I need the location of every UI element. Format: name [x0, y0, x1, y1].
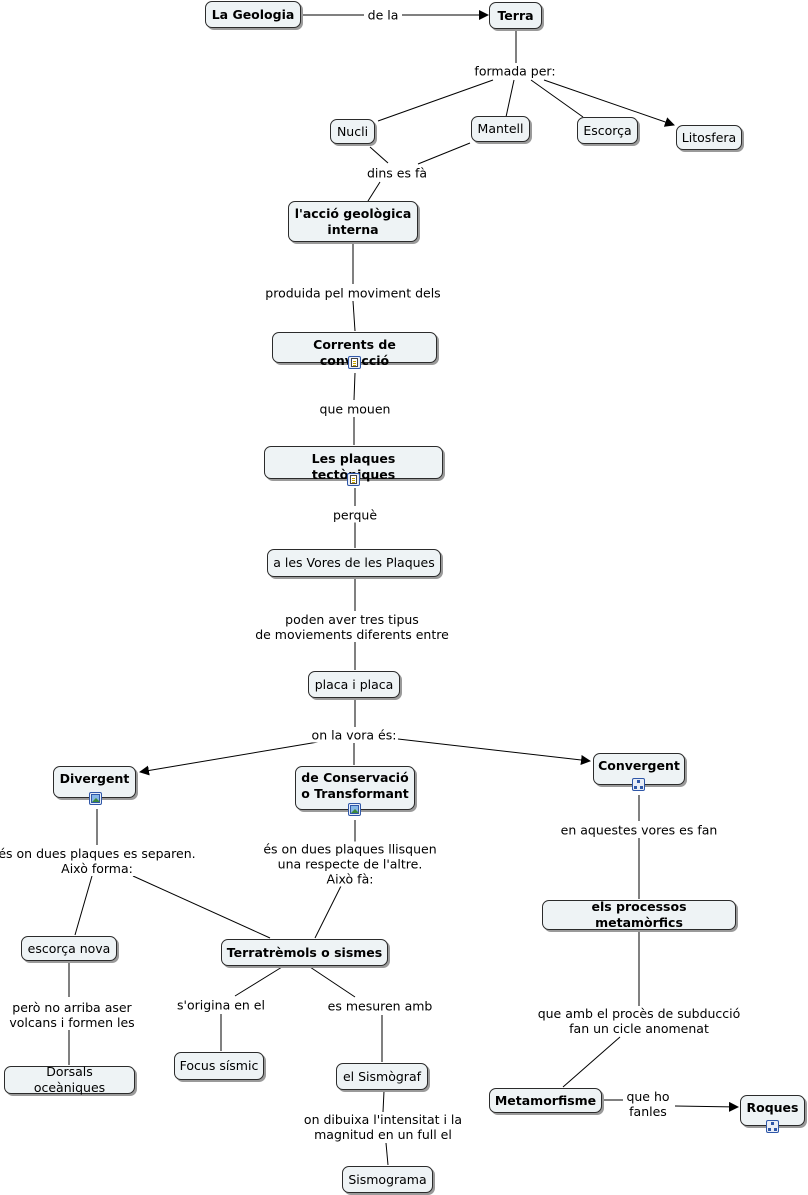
document-icon[interactable]	[348, 356, 361, 369]
link-perque[interactable]: perquè	[331, 507, 379, 523]
concept-escorca-nova[interactable]: escorça nova	[21, 936, 117, 961]
link-que-amb-subduccio[interactable]: que amb el procès de subducció fan un ci…	[536, 1006, 742, 1036]
concept-litosfera[interactable]: Litosfera	[676, 125, 742, 150]
concept-sismograf[interactable]: el Sismògraf	[336, 1063, 428, 1090]
concept-terratremols[interactable]: Terratrèmols o sismes	[221, 939, 388, 966]
concept-map-icon[interactable]	[632, 778, 645, 791]
link-que-mouen[interactable]: que mouen	[318, 401, 392, 417]
link-formada-per[interactable]: formada per:	[473, 63, 557, 79]
document-icon[interactable]	[347, 473, 360, 486]
link-on-la-vora[interactable]: on la vora és:	[310, 727, 398, 743]
concept-la-geologia[interactable]: La Geologia	[205, 1, 301, 28]
concept-dorsals-oceaniques[interactable]: Dorsals oceàniques	[4, 1064, 135, 1095]
concept-sismograma[interactable]: Sismograma	[342, 1166, 433, 1193]
image-icon[interactable]	[348, 803, 361, 816]
link-separen[interactable]: és on dues plaques es separen. Això form…	[0, 846, 197, 876]
concept-divergent[interactable]: Divergent	[53, 766, 136, 798]
concept-map-icon[interactable]	[766, 1120, 779, 1133]
link-que-ho-fanles[interactable]: que ho fanles	[625, 1089, 671, 1119]
link-llisquen[interactable]: és on dues plaques llisquen una respecte…	[262, 841, 438, 887]
link-poden-aver[interactable]: poden aver tres tipus de movieme​nts dif…	[254, 612, 450, 642]
link-en-aquestes-vores[interactable]: en aquestes vores es fan	[559, 822, 719, 838]
link-pero-no-arriba[interactable]: però no arriba aser volcans i formen les	[8, 1000, 136, 1030]
concept-processos-metamorfics[interactable]: els processos metamòrfics	[542, 899, 736, 930]
link-produida[interactable]: produida pel moviment dels	[264, 285, 442, 301]
concept-conservacio-transformant[interactable]: de Conservació o Transformant	[295, 766, 415, 810]
link-s-origina[interactable]: s'origina en el	[176, 997, 266, 1013]
link-dins-es-fa[interactable]: dins es fà	[365, 165, 429, 181]
concept-vores-plaques[interactable]: a les Vores de les Plaques	[267, 549, 441, 577]
concept-accio-geologica[interactable]: l'acció geològica interna	[288, 201, 418, 242]
concept-placa-i-placa[interactable]: placa i placa	[308, 671, 400, 698]
link-de-la[interactable]: de la	[366, 7, 400, 23]
concept-mantell[interactable]: Mantell	[471, 116, 530, 142]
concept-metamorfisme[interactable]: Metamorfisme	[489, 1088, 602, 1113]
image-icon[interactable]	[89, 792, 102, 805]
concept-terra[interactable]: Terra	[489, 2, 542, 29]
concept-nucli[interactable]: Nucli	[330, 119, 375, 144]
link-es-mesuren[interactable]: es mesuren amb	[326, 998, 434, 1014]
concept-focus-sismic[interactable]: Focus sísmic	[174, 1052, 264, 1080]
concept-escorca[interactable]: Escorça	[577, 117, 638, 144]
link-on-dibuixa[interactable]: on dibuixa l'intensitat i la magnitud en…	[302, 1112, 464, 1142]
